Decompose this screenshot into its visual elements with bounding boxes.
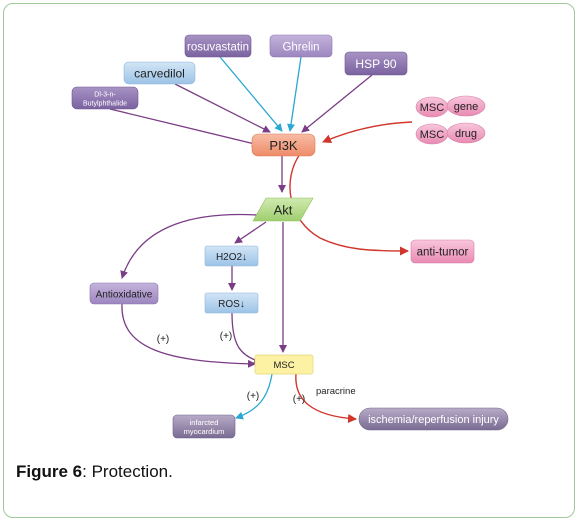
arrow-rosuvastatin-to-pi3k — [219, 56, 283, 132]
node-antioxidative: Antioxidative — [89, 282, 159, 305]
label-paracrine: paracrine — [316, 386, 356, 397]
label-plus-infarcted: (+) — [247, 391, 260, 402]
arrow-akt-to-h2o2 — [234, 221, 267, 244]
arrow-ghrelin-to-pi3k — [287, 56, 302, 132]
figure-caption-label: Figure 6 — [16, 462, 83, 481]
arrow-dl3n-to-pi3k — [109, 108, 260, 148]
arrow-msc-to-ischemia — [295, 373, 357, 423]
node-msc-label: MSC — [273, 360, 294, 371]
node-carvedilol: carvedilol — [123, 61, 196, 85]
node-msc-gene: MSC gene — [415, 95, 486, 118]
node-ghrelin-label: Ghrelin — [282, 42, 319, 54]
node-msc-drug-label-a: MSC — [420, 129, 445, 141]
arrow-carvedilol-to-pi3k — [174, 83, 271, 133]
node-infarcted-label-line1: infarcted — [190, 418, 219, 427]
node-akt-label: Akt — [274, 203, 293, 218]
node-infarcted-myocardium: infarcted myocardium — [172, 414, 236, 439]
figure-caption: Figure 6: Protection. — [16, 462, 173, 482]
node-msc-drug: MSC drug — [415, 122, 486, 145]
node-ghrelin: Ghrelin — [269, 34, 333, 58]
node-infarcted-label-line2: myocardium — [184, 427, 225, 436]
node-ros: ROS↓ — [204, 292, 259, 314]
node-rosuvastatin: rosuvastatin — [184, 34, 252, 58]
node-dl3n-butylphthalide: Dl-3-n- Butylphthalide — [71, 86, 139, 110]
arrow-msc-gene-drug-to-pi3k — [322, 121, 413, 143]
arrow-antioxidative-to-msc — [121, 303, 256, 368]
label-plus-ischemia: (+) — [293, 394, 306, 405]
node-dl3n-label-line2: Butylphthalide — [83, 101, 127, 108]
arrow-hsp90-to-pi3k — [301, 74, 373, 133]
label-plus-antioxidative: (+) — [157, 334, 170, 345]
node-antioxidative-label: Antioxidative — [96, 290, 153, 301]
node-dl3n-label-line1: Dl-3-n- — [94, 92, 116, 99]
arrow-pi3k-to-anti-tumor — [289, 153, 409, 256]
node-msc-gene-label-b: gene — [454, 101, 478, 113]
arrow-ros-to-msc — [231, 312, 262, 364]
arrows — [109, 56, 413, 423]
node-rosuvastatin-label: rosuvastatin — [187, 42, 249, 54]
figure-caption-text: : Protection. — [82, 462, 173, 481]
node-h2o2: H2O2↓ — [204, 245, 259, 267]
arrow-msc-to-infarcted — [235, 373, 273, 420]
node-anti-tumor: anti-tumor — [410, 239, 475, 264]
label-plus-ros: (+) — [220, 331, 233, 342]
node-anti-tumor-label: anti-tumor — [417, 247, 469, 259]
node-h2o2-label: H2O2↓ — [216, 252, 247, 263]
node-carvedilol-label: carvedilol — [134, 67, 185, 81]
node-pi3k-label: PI3K — [269, 138, 298, 153]
node-hsp90-label: HSP 90 — [355, 57, 396, 71]
node-ros-label: ROS↓ — [218, 299, 245, 310]
figure-frame — [3, 3, 575, 518]
arrow-akt-to-antioxidative — [120, 213, 259, 279]
node-msc: MSC — [254, 354, 314, 375]
node-msc-drug-label-b: drug — [455, 128, 477, 140]
node-msc-gene-label-a: MSC — [420, 102, 445, 114]
node-ischemia-label: ischemia/reperfusion injury — [368, 414, 499, 426]
node-hsp90: HSP 90 — [344, 51, 408, 76]
node-ischemia-reperfusion-injury: ischemia/reperfusion injury — [358, 407, 509, 431]
node-pi3k: PI3K — [251, 133, 316, 157]
node-akt: Akt — [252, 197, 314, 222]
